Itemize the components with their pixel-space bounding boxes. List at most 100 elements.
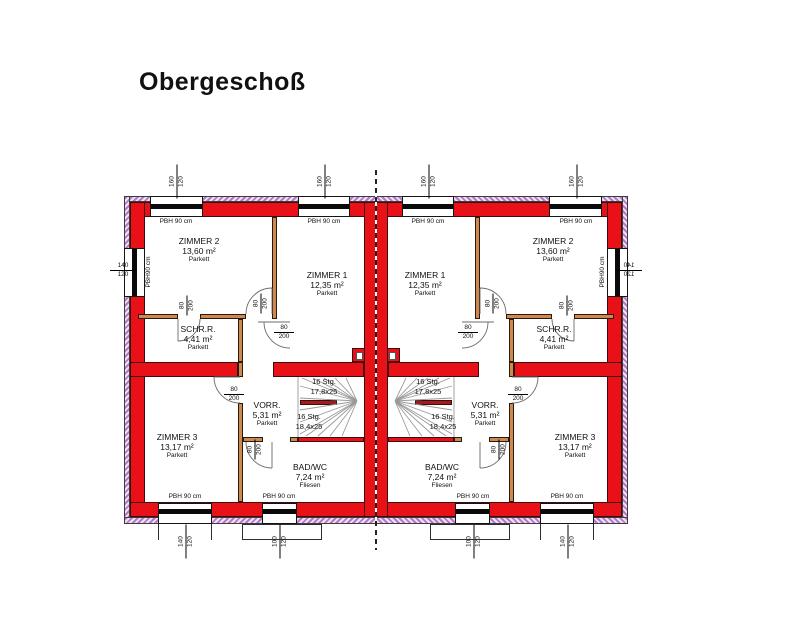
unit-left: PBH 90 cm PBH 90 cm PBH 90 cm PBH 90 cm … [110, 164, 376, 559]
chimney-flue [356, 352, 363, 360]
dim-window-140x120: 140 120 [110, 262, 136, 279]
dim-height: 200 [512, 394, 524, 402]
stair-tread: 18,4x25 [295, 421, 323, 431]
dim-width: 80 [224, 386, 244, 395]
room-area: 13,17 m² [558, 442, 592, 452]
parapet-label: PBH 90 cm [456, 493, 490, 500]
stairs-and-doors-drawing [177, 287, 358, 469]
door-dim-80x200: 80 200 [224, 386, 244, 402]
dim-width: 140 [177, 524, 186, 559]
window-bottom-1 [158, 503, 212, 524]
dim-width: 80 [558, 295, 567, 316]
window-glazing-bar [550, 204, 601, 209]
stair-well-edge [298, 437, 364, 442]
dim-window-160x120: 160 120 [420, 164, 436, 199]
room-name: ZIMMER 1 [306, 270, 348, 280]
room-floor: Parkett [256, 420, 278, 427]
window-top-1 [549, 196, 602, 217]
room-area: 7,24 m² [295, 472, 325, 482]
dim-height: 200 [187, 300, 194, 311]
room-label-zimmer1: ZIMMER 1 12,35 m² Parkett [385, 270, 465, 298]
below-grade-outline [430, 524, 510, 540]
dim-height: 200 [567, 300, 574, 311]
window-glazing-bar [263, 509, 296, 514]
stair-steps: 16 Stg. [416, 377, 440, 386]
floor-plan: PBH 90 cm PBH 90 cm PBH 90 cm PBH 90 cm … [110, 164, 642, 559]
window-glazing-bar [132, 249, 137, 296]
room-name: ZIMMER 3 [554, 432, 596, 442]
dim-width: 80 [508, 386, 528, 395]
window-glazing-bar [159, 509, 211, 514]
window-glazing-bar [151, 204, 202, 209]
room-floor: Parkett [316, 290, 338, 297]
dim-width: 160 [168, 164, 177, 199]
unit-right: PBH 90 cm PBH 90 cm PBH 90 cm PBH 90 cm … [376, 164, 642, 559]
window-top-2 [402, 196, 454, 217]
window-bottom-2 [262, 503, 297, 524]
dim-window-160x120: 160 120 [168, 164, 184, 199]
partition-bad-vorraum-b [290, 437, 298, 442]
dim-window-140x120: 140 120 [177, 524, 193, 559]
stair-landing-edge [300, 400, 337, 405]
dim-height: 200 [228, 394, 240, 402]
dim-height: 120 [177, 176, 184, 187]
window-side [124, 248, 145, 297]
dim-window-140x120: 140 120 [559, 524, 575, 559]
dim-width: 140 [110, 262, 136, 271]
window-glazing-bar [299, 204, 349, 209]
parapet-label: PBH 90 cm [307, 218, 341, 225]
room-label-zimmer3: ZIMMER 3 13,17 m² Parkett [535, 432, 615, 460]
room-name: ZIMMER 2 [178, 236, 220, 246]
door-dim-80x200: 80 200 [274, 324, 294, 340]
center-axis-line [375, 170, 377, 550]
room-name: ZIMMER 1 [404, 270, 446, 280]
room-area: 13,17 m² [160, 442, 194, 452]
door-dim-80x200: 80 200 [246, 439, 262, 460]
parapet-label: PBH 90 cm [168, 493, 202, 500]
partition-zimmer1-zimmer2 [272, 217, 277, 319]
stair-label-upper: 16 Stg. 17,8x25 [400, 377, 456, 396]
dim-height: 120 [325, 176, 332, 187]
room-floor: Parkett [166, 452, 188, 459]
window-bottom-1 [540, 503, 594, 524]
room-label-bad: BAD/WC 7,24 m² Fliesen [402, 462, 482, 490]
window-jamb-tick [540, 524, 541, 540]
room-area: 13,60 m² [182, 246, 216, 256]
room-floor: Parkett [564, 452, 586, 459]
chimney-icon [352, 348, 365, 362]
room-name: BAD/WC [293, 462, 327, 472]
dim-width: 140 [616, 262, 642, 271]
wall-interior-load-b [273, 362, 364, 377]
stair-steps: 16 Stg. [312, 377, 336, 386]
partition-zimmer3-vorraum [238, 403, 243, 502]
room-label-zimmer2: ZIMMER 2 13,60 m² Parkett [159, 236, 239, 264]
room-floor: Fliesen [431, 482, 453, 489]
window-jamb-tick [158, 524, 159, 540]
stair-label-upper: 16 Stg. 17,8x25 [296, 377, 352, 396]
stairs-and-doors-drawing [394, 287, 575, 469]
door-dim-80x200: 80 200 [252, 293, 268, 314]
parapet-label: PBH 90 cm [559, 218, 593, 225]
partition-zimmer2-schrank-a [138, 314, 178, 319]
partition-bad-vorraum-a [243, 437, 263, 442]
dim-width: 80 [490, 439, 499, 460]
room-label-zimmer3: ZIMMER 3 13,17 m² Parkett [137, 432, 217, 460]
partition-schrank-hall [238, 319, 243, 362]
room-label-schrank: SCHR.R. 4,41 m² Parkett [514, 324, 594, 352]
door-dim-80x200: 80 200 [558, 295, 574, 316]
room-label-schrank: SCHR.R. 4,41 m² Parkett [158, 324, 238, 352]
room-floor: Parkett [187, 344, 209, 351]
dim-width: 80 [484, 293, 493, 314]
room-name: SCHR.R. [180, 324, 216, 334]
room-area: 12,35 m² [310, 280, 344, 290]
dim-height: 200 [278, 332, 290, 340]
room-name: VORR. [253, 400, 281, 410]
below-grade-outline [242, 524, 322, 540]
window-jamb-tick [593, 524, 594, 540]
window-top-1 [150, 196, 203, 217]
dim-height: 120 [623, 271, 635, 278]
dim-width: 80 [458, 324, 478, 333]
window-bottom-2 [455, 503, 490, 524]
room-floor: Parkett [414, 290, 436, 297]
dim-width: 80 [178, 295, 187, 316]
